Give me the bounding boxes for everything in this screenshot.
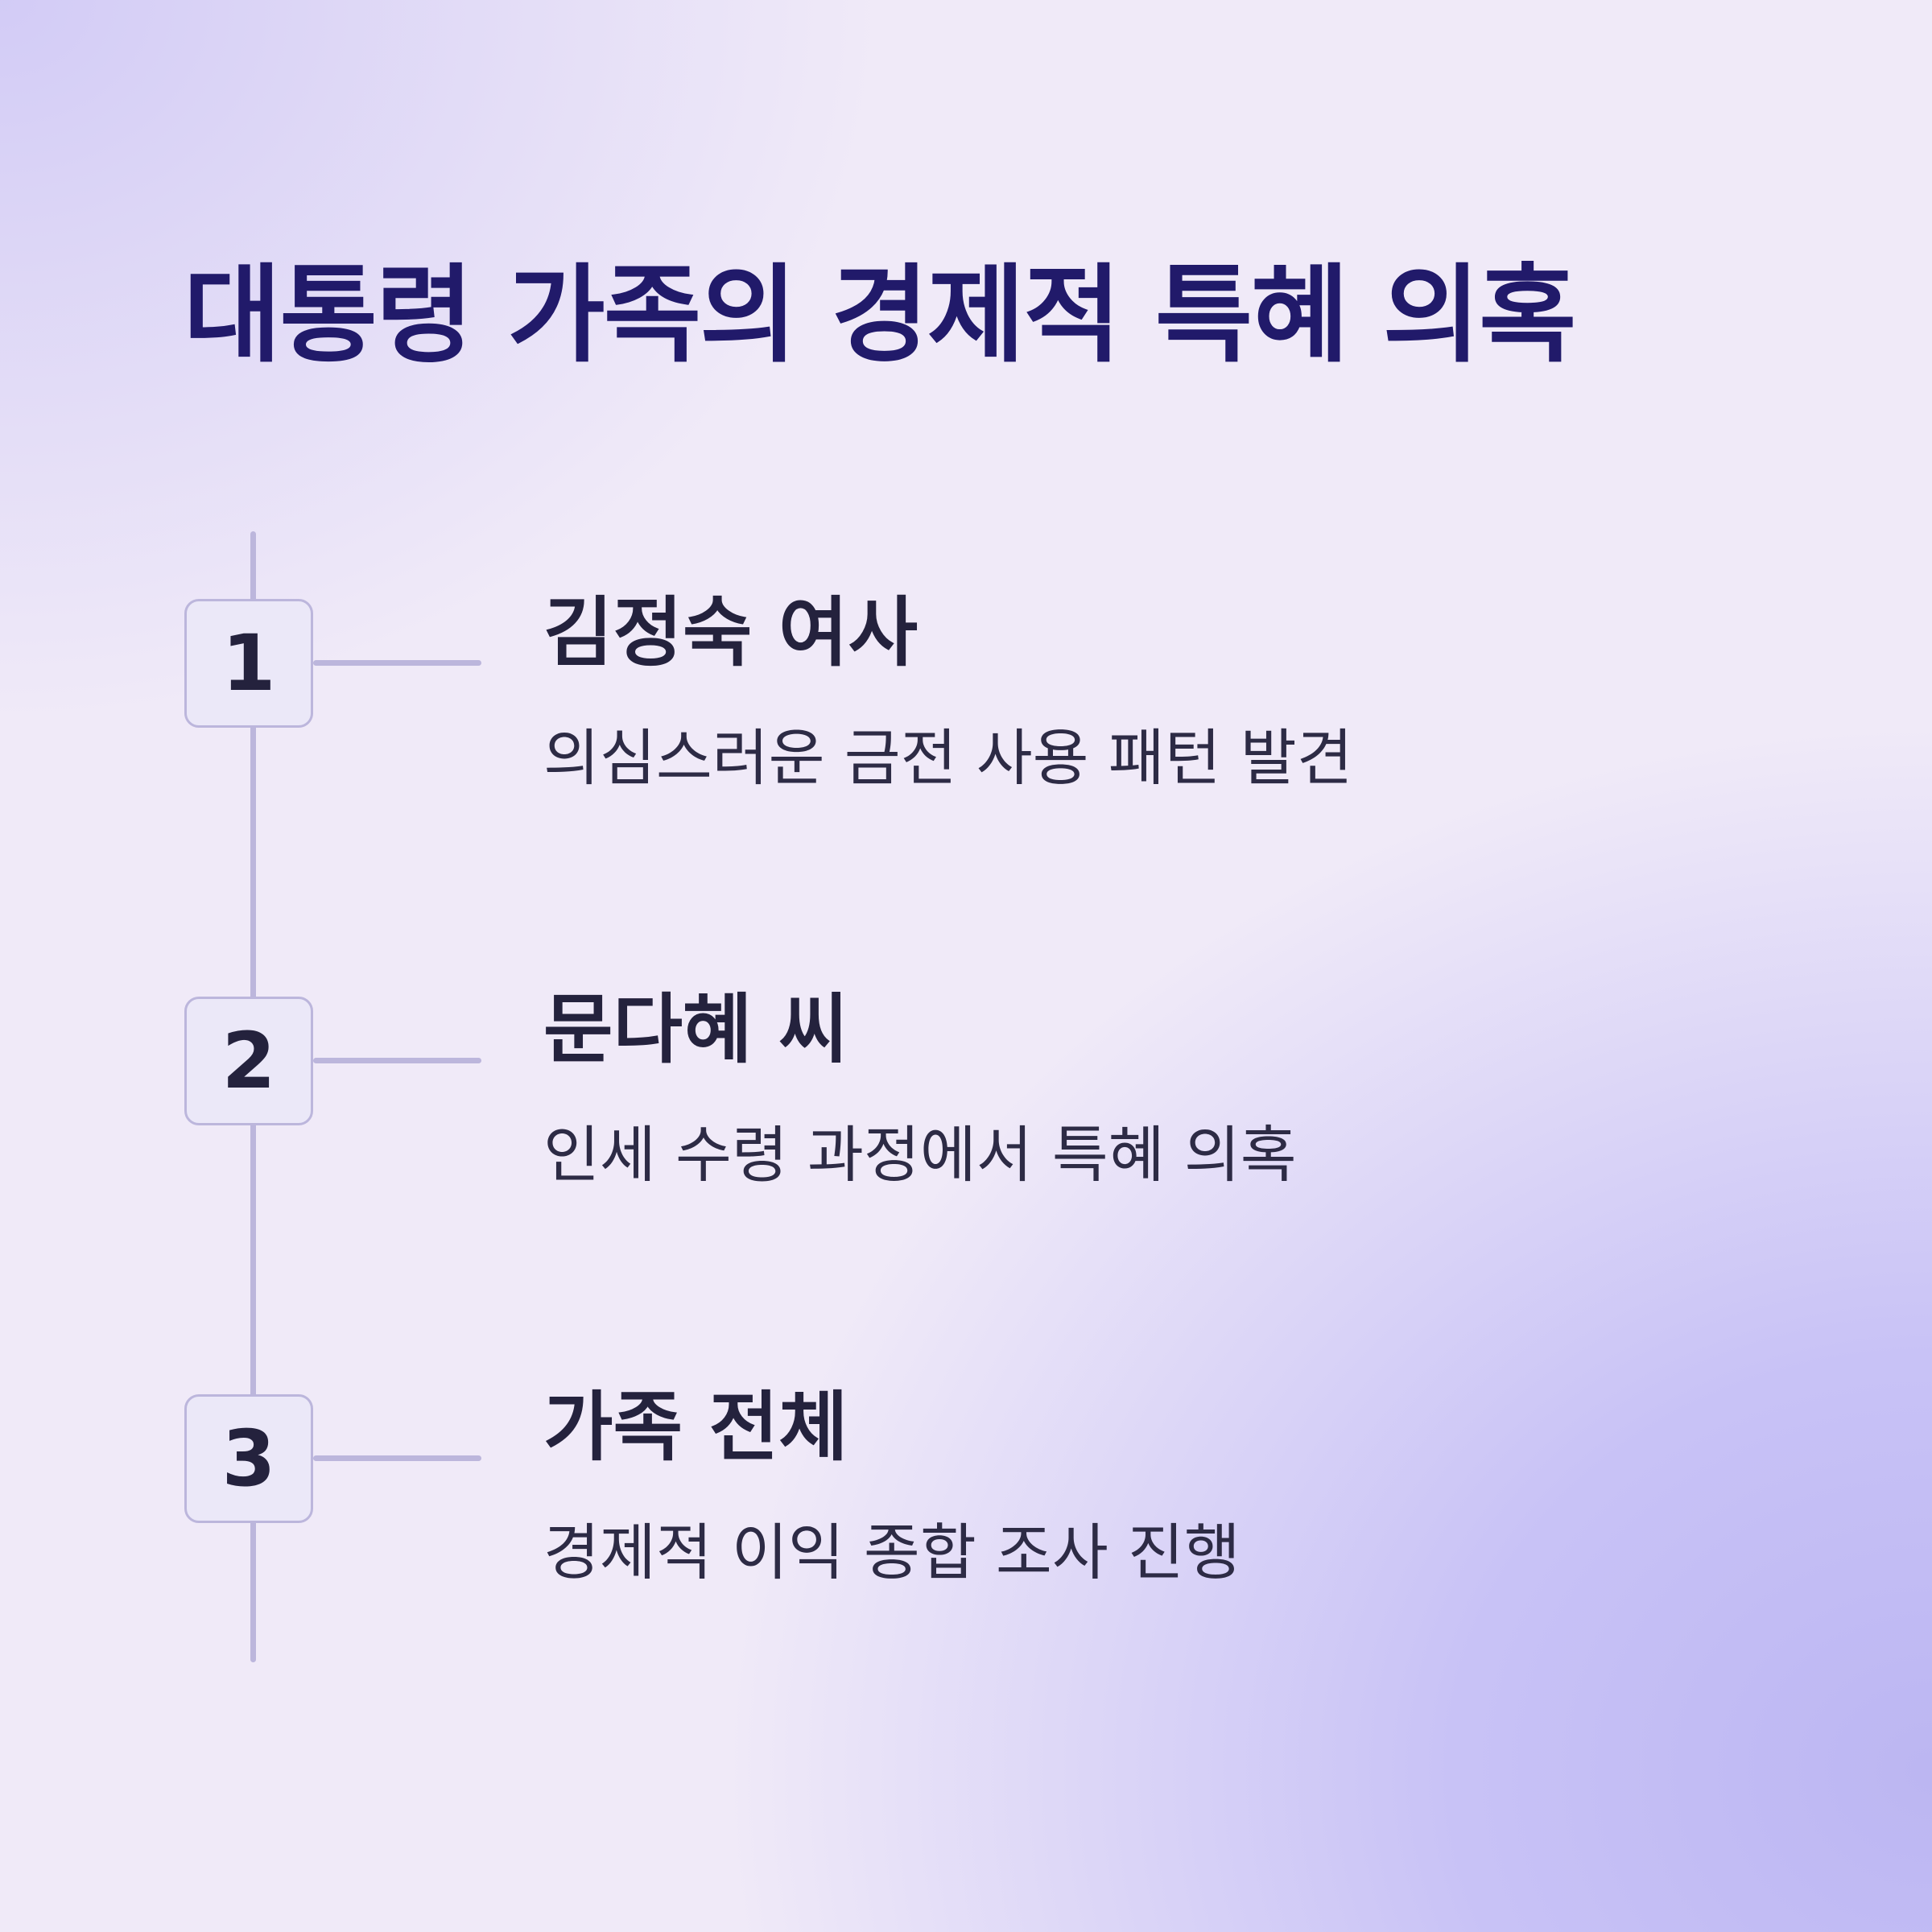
step-connector-3	[313, 1455, 481, 1461]
step-number-box-3: 3	[184, 1394, 313, 1523]
step-description-2: 인세 수령 과정에서 특혜 의혹	[543, 1119, 1297, 1191]
step-description-1: 의심스러운 금전 사용 패턴 발견	[543, 722, 1353, 794]
page-title: 대통령 가족의 경제적 특혜 의혹	[184, 254, 1577, 378]
step-heading-3: 가족 전체	[543, 1384, 848, 1472]
step-connector-1	[313, 660, 481, 666]
step-description-3: 경제적 이익 종합 조사 진행	[543, 1517, 1241, 1588]
step-number-box-2: 2	[184, 997, 313, 1125]
step-heading-2: 문다혜 씨	[543, 986, 848, 1074]
step-connector-2	[313, 1058, 481, 1063]
step-heading-1: 김정숙 여사	[543, 589, 919, 677]
step-number-box-1: 1	[184, 599, 313, 728]
